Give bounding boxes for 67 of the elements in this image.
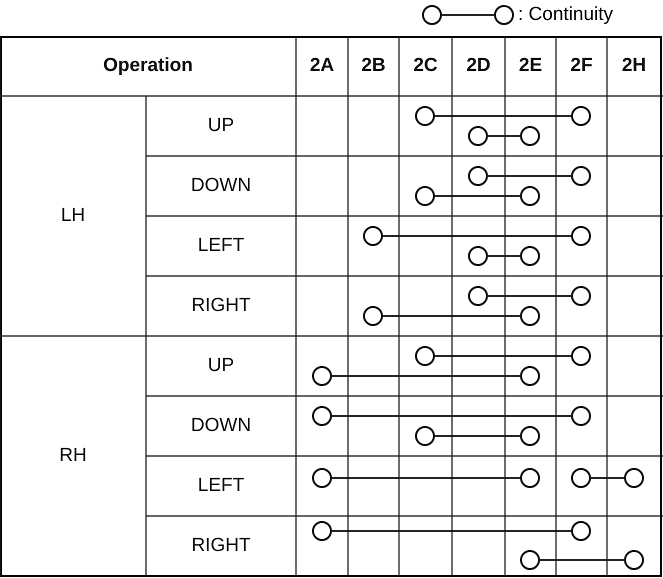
- terminal-circle: [520, 126, 540, 146]
- continuity-line: [383, 235, 571, 237]
- terminal-circle: [312, 366, 332, 386]
- terminal-circle: [520, 246, 540, 266]
- continuity-line: [332, 375, 520, 377]
- column-header: 2E: [518, 55, 542, 77]
- operation-label: UP: [208, 355, 234, 377]
- operation-label: LEFT: [198, 235, 244, 257]
- terminal-circle: [520, 366, 540, 386]
- terminal-circle: [571, 286, 591, 306]
- column-header: 2D: [466, 55, 491, 77]
- terminal-circle: [571, 346, 591, 366]
- column-header: 2C: [413, 55, 438, 77]
- terminal-circle: [312, 468, 332, 488]
- terminal-circle: [571, 166, 591, 186]
- terminal-circle: [520, 186, 540, 206]
- terminal-circle: [571, 106, 591, 126]
- terminal-circle: [624, 550, 644, 570]
- legend-text: : Continuity: [518, 3, 614, 27]
- continuity-line: [591, 477, 624, 479]
- continuity-line: [435, 195, 520, 197]
- terminal-circle: [415, 426, 435, 446]
- continuity-line: [488, 175, 571, 177]
- terminal-circle: [624, 468, 644, 488]
- operation-label: DOWN: [190, 415, 252, 437]
- terminal-circle: [520, 468, 540, 488]
- terminal-circle: [571, 226, 591, 246]
- terminal-circle: [363, 226, 383, 246]
- continuity-line: [332, 530, 571, 532]
- terminal-circle: [312, 521, 332, 541]
- operation-label: RIGHT: [191, 535, 251, 557]
- column-header: 2A: [310, 55, 334, 77]
- terminal-circle: [468, 126, 488, 146]
- terminal-circle: [312, 406, 332, 426]
- column-header: 2F: [570, 55, 593, 77]
- continuity-line: [332, 415, 571, 417]
- terminal-circle: [520, 306, 540, 326]
- continuity-line: [383, 315, 520, 317]
- column-header: Operation: [103, 55, 193, 77]
- continuity-line: [488, 295, 571, 297]
- continuity-line: [435, 355, 571, 357]
- continuity-line: [488, 135, 520, 137]
- terminal-circle: [415, 106, 435, 126]
- column-header: 2H: [622, 55, 646, 77]
- terminal-circle: [520, 426, 540, 446]
- terminal-circle: [468, 286, 488, 306]
- terminal-circle: [571, 406, 591, 426]
- terminal-circle: [520, 550, 540, 570]
- operation-label: DOWN: [190, 175, 252, 197]
- column-header: 2B: [361, 55, 386, 77]
- continuity-line: [488, 255, 520, 257]
- terminal-circle: [415, 346, 435, 366]
- continuity-line: [332, 477, 520, 479]
- side-label: LH: [60, 205, 86, 227]
- operation-label: RIGHT: [191, 295, 251, 317]
- terminal-circle: [415, 186, 435, 206]
- side-label: RH: [59, 445, 87, 467]
- terminal-circle: [468, 246, 488, 266]
- terminal-circle: [571, 521, 591, 541]
- terminal-circle: [363, 306, 383, 326]
- operation-label: LEFT: [198, 475, 244, 497]
- terminal-circle: [468, 166, 488, 186]
- terminal-circle: [571, 468, 591, 488]
- continuity-line: [435, 115, 571, 117]
- continuity-line: [435, 435, 520, 437]
- operation-label: UP: [208, 115, 234, 137]
- continuity-line: [540, 559, 624, 561]
